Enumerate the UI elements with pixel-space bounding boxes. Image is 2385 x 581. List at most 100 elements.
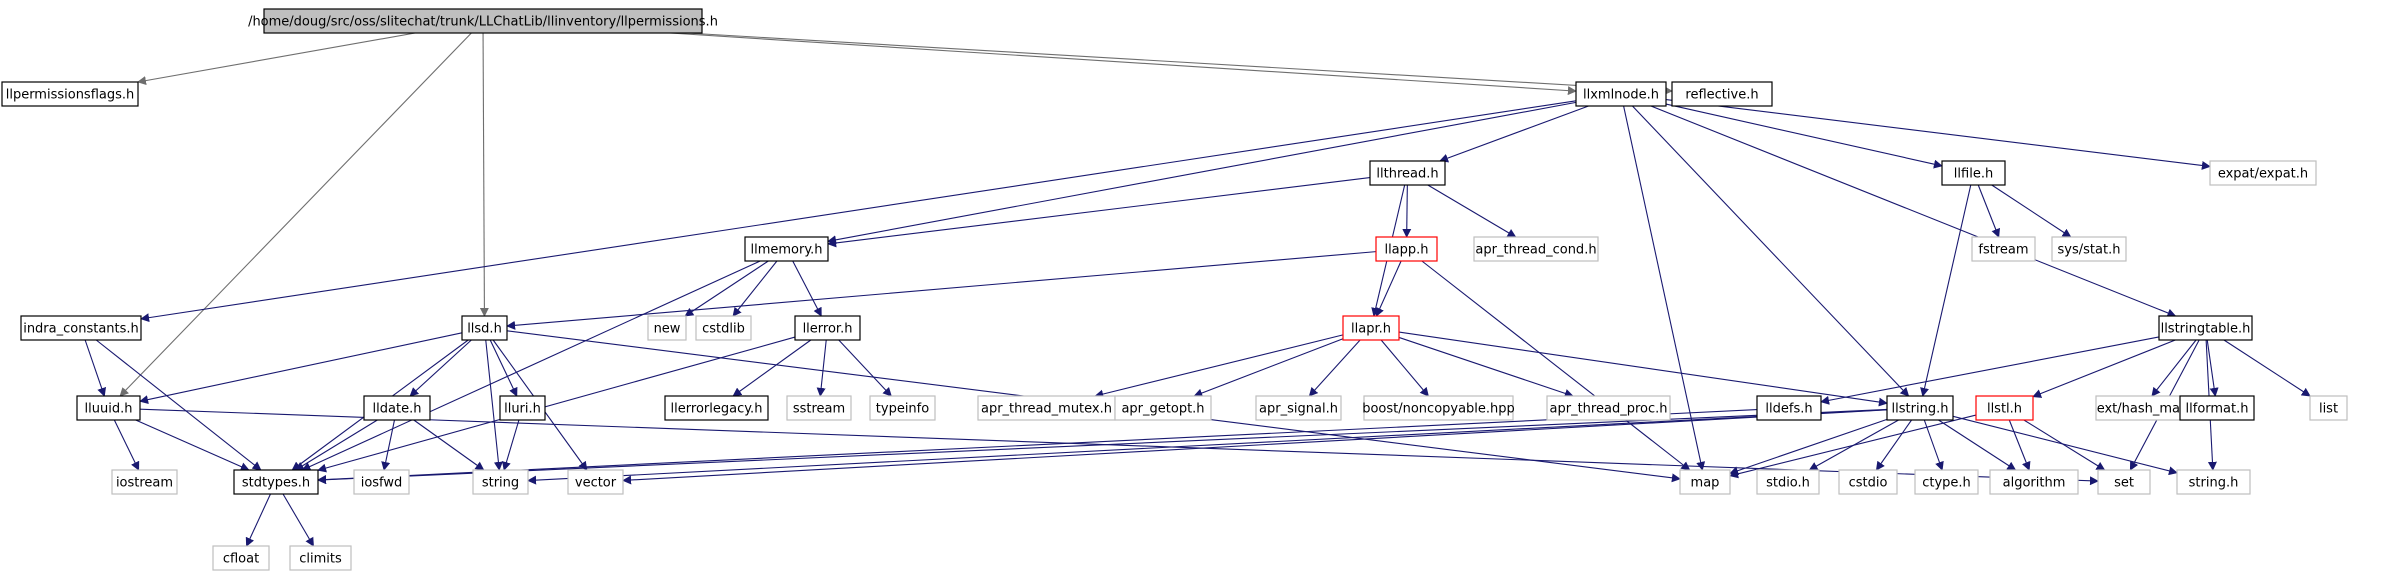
node-box-llthread	[1369, 160, 1446, 186]
node-label-new: new	[654, 322, 681, 337]
node-typeinfo: typeinfo	[869, 395, 936, 421]
node-label-llapp: llapp.h	[1384, 243, 1428, 258]
node-box-iosfwd	[353, 469, 410, 495]
node-llxmlnode[interactable]: llxmlnode.h	[1575, 81, 1667, 107]
node-llthread[interactable]: llthread.h	[1369, 160, 1446, 186]
node-lluri[interactable]: lluri.h	[499, 395, 546, 421]
node-box-lldefs	[1756, 395, 1822, 421]
edge-root-to-lluuid	[119, 32, 472, 397]
edge-llthread-to-apr_thread_cond	[1427, 184, 1517, 238]
node-label-stringh: string.h	[2189, 476, 2239, 491]
node-label-lldefs: lldefs.h	[1765, 402, 1812, 417]
edge-llapp-to-llsd	[506, 251, 1377, 330]
edge-llstring-to-stringh	[1952, 415, 2178, 476]
edge-llsd-to-lluuid	[139, 332, 463, 405]
edge-llxmlnode-to-map	[1623, 105, 1706, 471]
node-llfile[interactable]: llfile.h	[1941, 160, 2006, 186]
node-label-llpermissionsflags: llpermissionsflags.h	[6, 88, 135, 103]
node-label-apr_thread_proc: apr_thread_proc.h	[1550, 402, 1668, 417]
edge-llfile-to-fstream	[1977, 184, 2000, 238]
node-box-stdio	[1756, 469, 1820, 495]
edge-llstring-to-cstdio	[1875, 419, 1913, 471]
node-llpermissionsflags[interactable]: llpermissionsflags.h	[1, 81, 139, 107]
edge-llapr-to-boost_noncopyable	[1380, 339, 1429, 397]
node-label-root: /home/doug/src/oss/slitechat/trunk/LLCha…	[248, 15, 718, 30]
edge-llerror-to-sstream	[816, 339, 827, 397]
node-box-sstream	[786, 395, 852, 421]
node-label-llfile: llfile.h	[1954, 167, 1993, 182]
node-boost_noncopyable: boost/noncopyable.hpp	[1362, 395, 1515, 421]
edge-llapp-to-llapr	[1375, 260, 1402, 317]
node-lldefs[interactable]: lldefs.h	[1756, 395, 1822, 421]
node-ext_hash_map: ext/hash_map	[2095, 395, 2190, 421]
node-indra_constants[interactable]: indra_constants.h	[20, 315, 142, 341]
node-label-llformat: llformat.h	[2186, 402, 2249, 417]
node-box-stdtypes	[233, 469, 319, 495]
node-label-algorithm: algorithm	[2003, 476, 2066, 491]
node-llapp[interactable]: llapp.h	[1375, 236, 1438, 262]
node-label-stdtypes: stdtypes.h	[242, 476, 310, 491]
edge-indra_constants-to-lluuid	[84, 339, 106, 397]
node-label-llapr: llapr.h	[1351, 322, 1391, 337]
node-llformat[interactable]: llformat.h	[2179, 395, 2255, 421]
node-label-cstdio: cstdio	[1849, 476, 1888, 491]
node-stdtypes[interactable]: stdtypes.h	[233, 469, 319, 495]
edge-llsd-to-lldate	[409, 339, 472, 397]
node-box-cstdio	[1838, 469, 1898, 495]
node-label-llerrorlegacy: llerrorlegacy.h	[671, 402, 763, 417]
node-box-apr_signal	[1255, 395, 1342, 421]
node-label-llmemory: llmemory.h	[750, 243, 822, 258]
node-iosfwd: iosfwd	[353, 469, 410, 495]
node-label-ext_hash_map: ext/hash_map	[2097, 402, 2189, 417]
node-label-iostream: iostream	[116, 476, 173, 491]
node-label-vector: vector	[575, 476, 617, 491]
node-llmemory[interactable]: llmemory.h	[744, 236, 829, 262]
edge-llxmlnode-to-indra_constants	[140, 100, 1577, 323]
node-reflective[interactable]: reflective.h	[1671, 81, 1773, 107]
node-box-cfloat	[212, 545, 270, 571]
edge-llstringtable-to-list	[2223, 339, 2311, 397]
edge-stdtypes-to-climits	[282, 493, 314, 547]
edge-llstring-to-ctype	[1923, 419, 1944, 471]
node-llsd[interactable]: llsd.h	[461, 315, 508, 341]
node-label-fstream: fstream	[1978, 243, 2028, 258]
node-llerror[interactable]: llerror.h	[794, 315, 861, 341]
node-label-set: set	[2114, 476, 2134, 491]
node-label-sstream: sstream	[793, 402, 845, 417]
node-llerrorlegacy[interactable]: llerrorlegacy.h	[664, 395, 769, 421]
node-apr_getopt: apr_getopt.h	[1114, 395, 1212, 421]
edge-llstringtable-to-lldefs	[1820, 336, 2160, 405]
node-box-fstream	[1971, 236, 2036, 262]
header-nodes: /home/doug/src/oss/slitechat/trunk/LLCha…	[1, 8, 2348, 571]
node-root[interactable]: /home/doug/src/oss/slitechat/trunk/LLCha…	[248, 8, 718, 34]
edge-llstring-to-algorithm	[1938, 419, 2017, 471]
node-llapr[interactable]: llapr.h	[1342, 315, 1400, 341]
node-label-llthread: llthread.h	[1376, 167, 1438, 182]
node-box-llpermissionsflags	[1, 81, 139, 107]
node-llstring[interactable]: llstring.h	[1886, 395, 1954, 421]
edge-llxmlnode-to-llthread	[1439, 105, 1589, 163]
node-box-stringh	[2176, 469, 2251, 495]
edge-llxmlnode-to-llmemory	[827, 101, 1577, 245]
node-lldate[interactable]: lldate.h	[363, 395, 431, 421]
node-box-reflective	[1671, 81, 1773, 107]
node-label-apr_getopt: apr_getopt.h	[1121, 402, 1204, 417]
node-llstl[interactable]: llstl.h	[1975, 395, 2034, 421]
node-llstringtable[interactable]: llstringtable.h	[2158, 315, 2253, 341]
node-box-llmemory	[744, 236, 829, 262]
node-vector: vector	[567, 469, 624, 495]
node-label-stdio: stdio.h	[1766, 476, 1810, 491]
node-box-algorithm	[1989, 469, 2079, 495]
node-box-expat	[2209, 160, 2317, 186]
edge-llsd-to-lluri	[489, 339, 518, 397]
node-label-apr_thread_cond: apr_thread_cond.h	[1475, 243, 1596, 258]
node-sstream: sstream	[786, 395, 852, 421]
node-lluuid[interactable]: lluuid.h	[76, 395, 141, 421]
edge-lldate-to-string	[413, 419, 485, 471]
edge-llfile-to-llstring	[1920, 184, 1972, 397]
edge-llstring-to-map	[1729, 418, 1888, 476]
node-box-apr_getopt	[1114, 395, 1212, 421]
node-cstdio: cstdio	[1838, 469, 1898, 495]
node-box-llfile	[1941, 160, 2006, 186]
node-box-ctype	[1914, 469, 1979, 495]
